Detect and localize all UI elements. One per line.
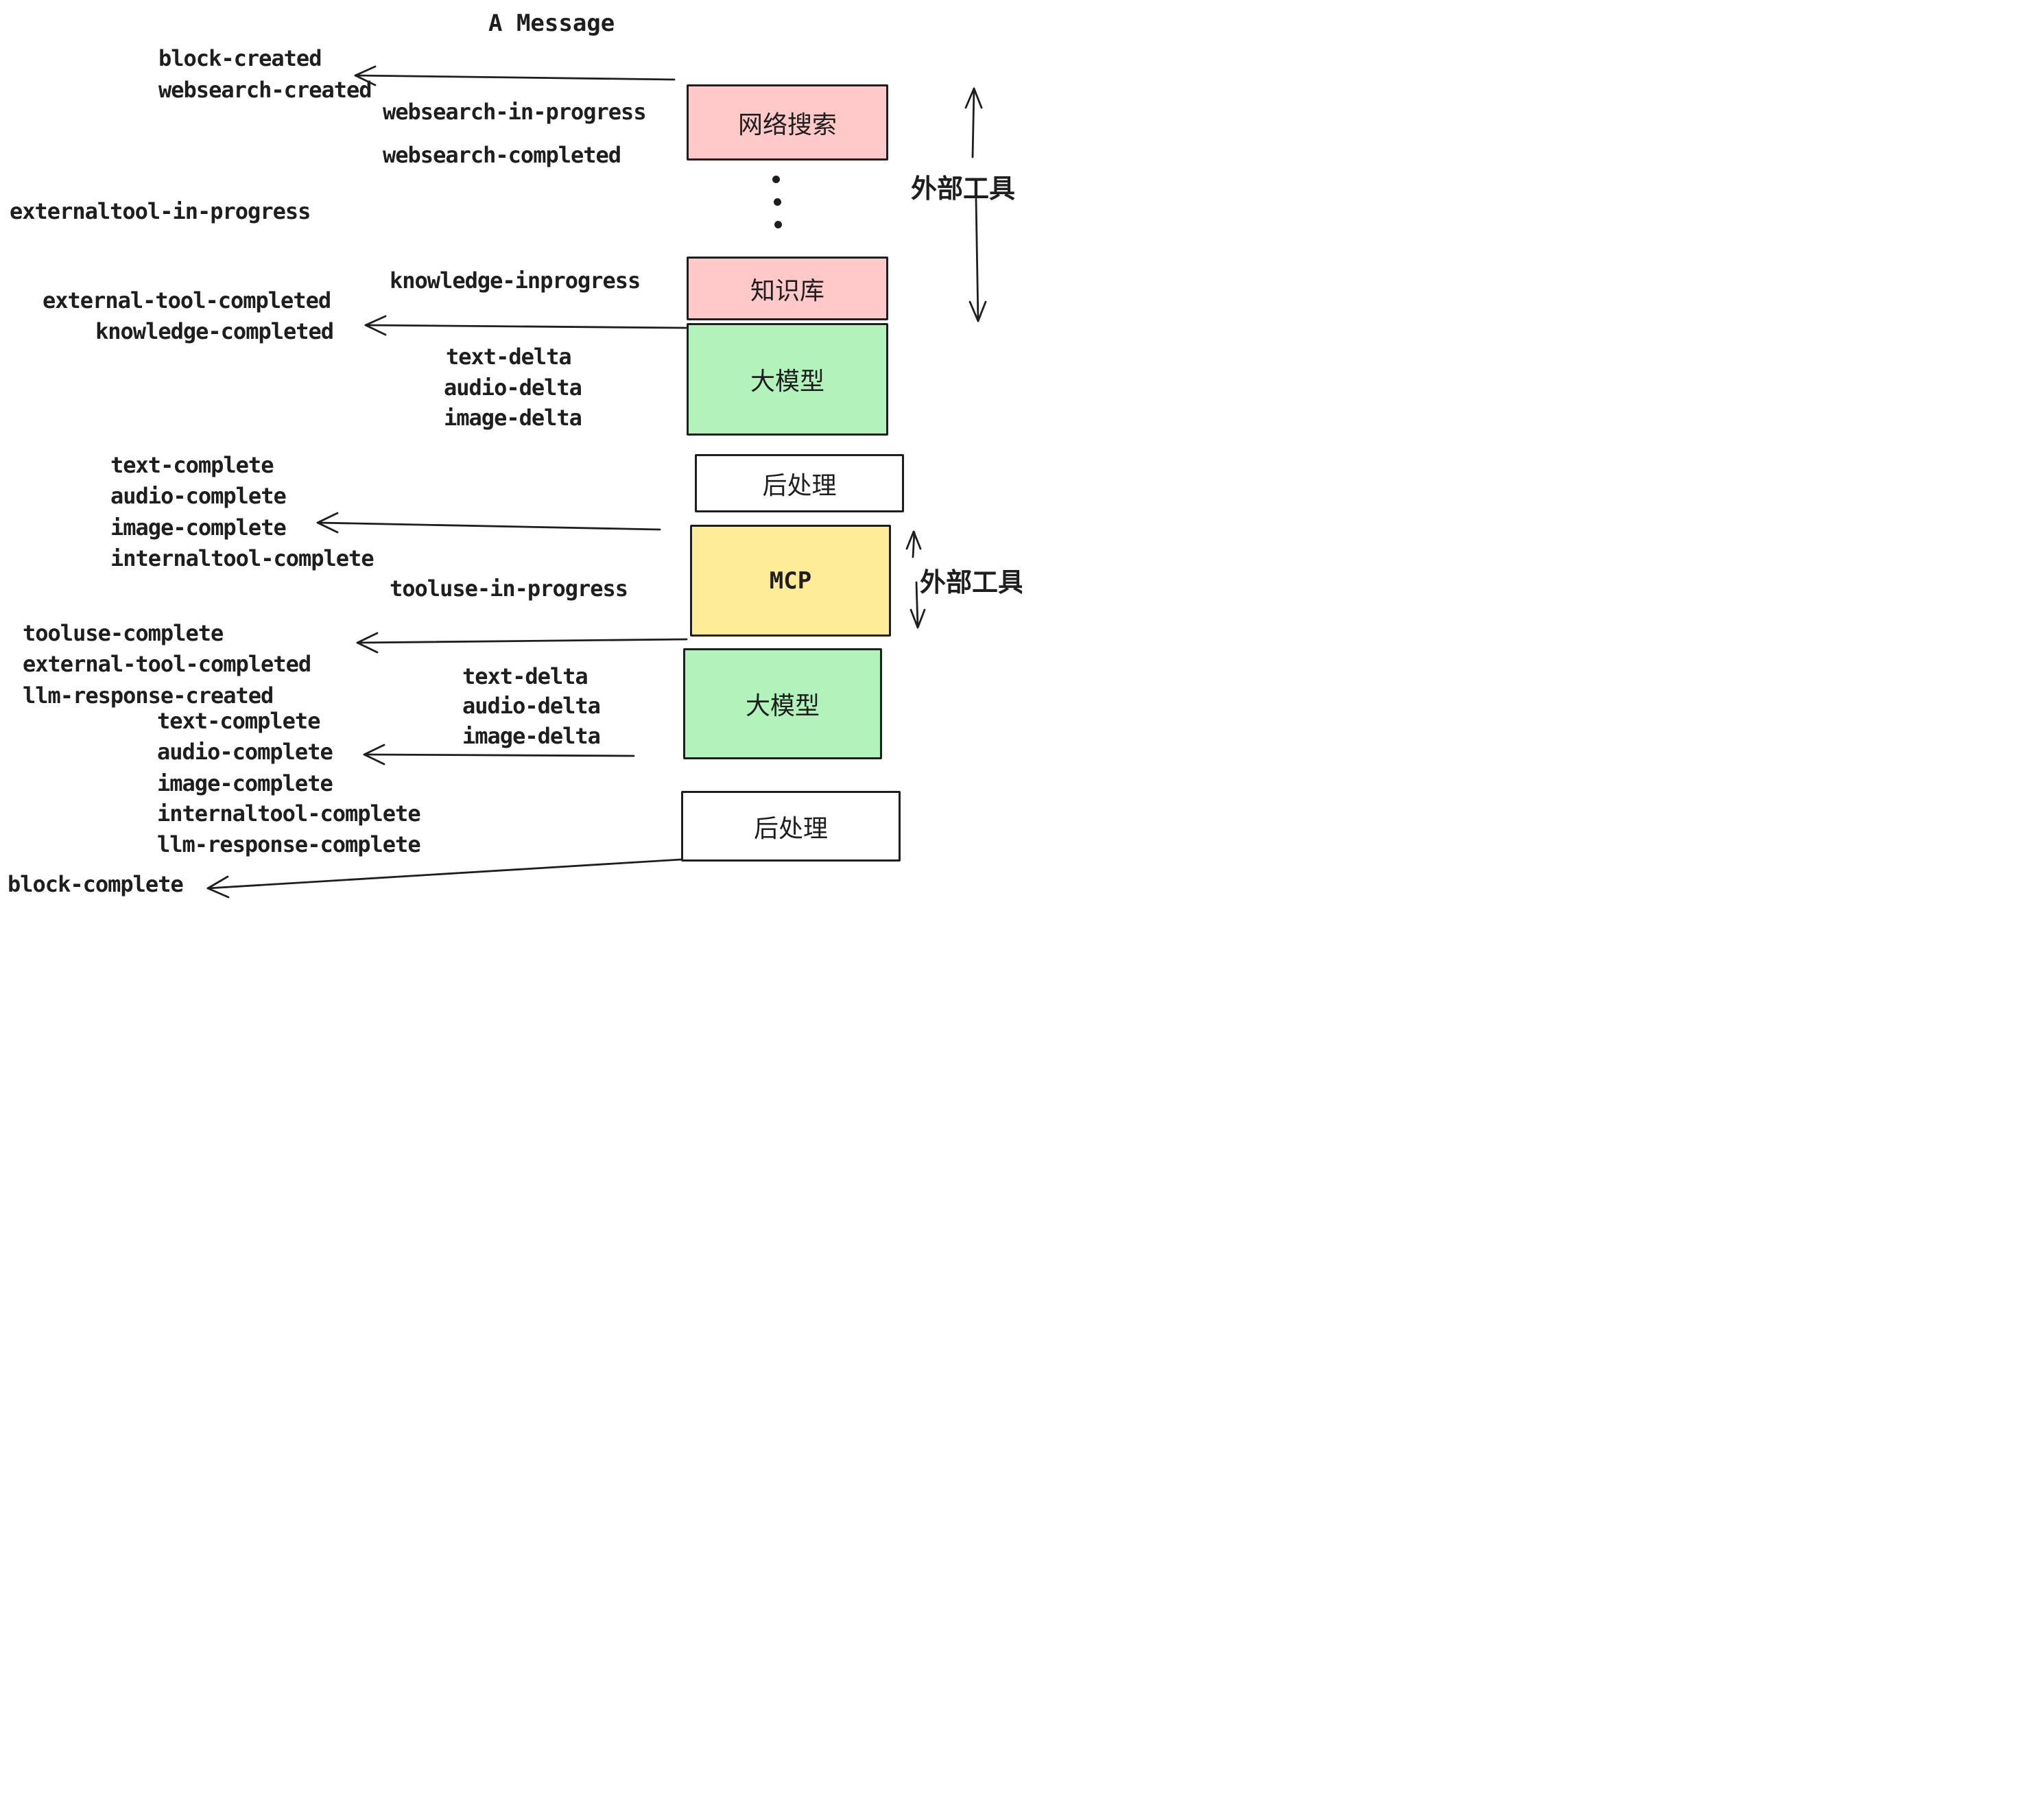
event-label-internaltool-complete-2: internaltool-complete	[157, 800, 421, 827]
node-postprocess-2: 后处理	[681, 791, 901, 862]
event-label-image-complete: image-complete	[110, 514, 287, 541]
event-label-websearch-created: websearch-created	[158, 77, 372, 103]
node-postprocess-2-label: 后处理	[753, 814, 828, 842]
external-tools-label-top: 外部工具	[911, 175, 1016, 204]
event-label-llm-response-created: llm-response-created	[23, 683, 274, 709]
external-tools-label-bottom: 外部工具	[920, 569, 1022, 597]
arrow-websearch-to-created	[354, 65, 676, 86]
node-mcp-label: MCP	[769, 567, 812, 595]
event-label-text-delta-2: text-delta	[462, 663, 589, 689]
event-label-external-tool-completed-2: external-tool-completed	[23, 651, 311, 677]
node-websearch: 网络搜索	[687, 84, 888, 161]
event-label-tooluse-complete: tooluse-complete	[23, 620, 224, 646]
event-label-text-complete: text-complete	[110, 452, 274, 478]
event-label-llm-response-complete: llm-response-complete	[157, 831, 421, 857]
event-label-internaltool-complete: internaltool-complete	[110, 545, 375, 571]
arrow-post2-to-block-complete	[206, 858, 683, 899]
node-knowledge-label: 知识库	[750, 276, 824, 305]
event-label-knowledge-completed: knowledge-completed	[95, 318, 334, 344]
event-label-externaltool-in-progress: externaltool-in-progress	[10, 198, 311, 224]
event-label-knowledge-inprogress: knowledge-inprogress	[390, 268, 641, 294]
ellipsis-dot	[774, 221, 782, 228]
node-llm-1-label: 大模型	[750, 367, 824, 395]
event-label-external-tool-completed: external-tool-completed	[43, 287, 331, 313]
node-mcp: MCP	[690, 525, 891, 637]
event-label-text-delta: text-delta	[446, 344, 572, 370]
event-label-websearch-completed: websearch-completed	[383, 142, 621, 168]
event-label-block-complete: block-complete	[8, 871, 184, 897]
node-websearch-label: 网络搜索	[737, 110, 837, 139]
event-label-image-delta-2: image-delta	[462, 723, 601, 749]
event-label-tooluse-in-progress: tooluse-in-progress	[390, 575, 628, 602]
event-label-image-delta: image-delta	[444, 405, 582, 431]
node-postprocess-1-label: 后处理	[762, 471, 837, 499]
node-llm-2-label: 大模型	[745, 691, 820, 720]
event-label-websearch-in-progress: websearch-in-progress	[383, 99, 647, 125]
node-postprocess-1: 后处理	[695, 454, 904, 512]
arrow-mcp-to-tooluse-complete	[356, 632, 688, 654]
node-knowledge: 知识库	[687, 257, 888, 320]
arrow-post1-to-complete	[316, 512, 661, 534]
event-label-text-complete-2: text-complete	[157, 708, 320, 734]
node-llm-1: 大模型	[687, 323, 888, 436]
event-label-block-created: block-created	[158, 45, 322, 71]
arrow-knowledge-to-completed	[364, 315, 687, 336]
ellipsis-dot	[772, 176, 780, 183]
event-label-audio-complete: audio-complete	[110, 483, 287, 509]
event-label-image-complete-2: image-complete	[157, 770, 333, 796]
event-label-audio-delta-2: audio-delta	[462, 693, 601, 719]
ellipsis-dot	[774, 198, 781, 206]
event-label-audio-complete-2: audio-complete	[157, 739, 333, 765]
diagram-canvas: A Message block-created websearch-create…	[0, 0, 1022, 902]
event-label-audio-delta: audio-delta	[444, 375, 582, 401]
node-llm-2: 大模型	[683, 648, 882, 759]
page-title: A Message	[488, 10, 615, 37]
